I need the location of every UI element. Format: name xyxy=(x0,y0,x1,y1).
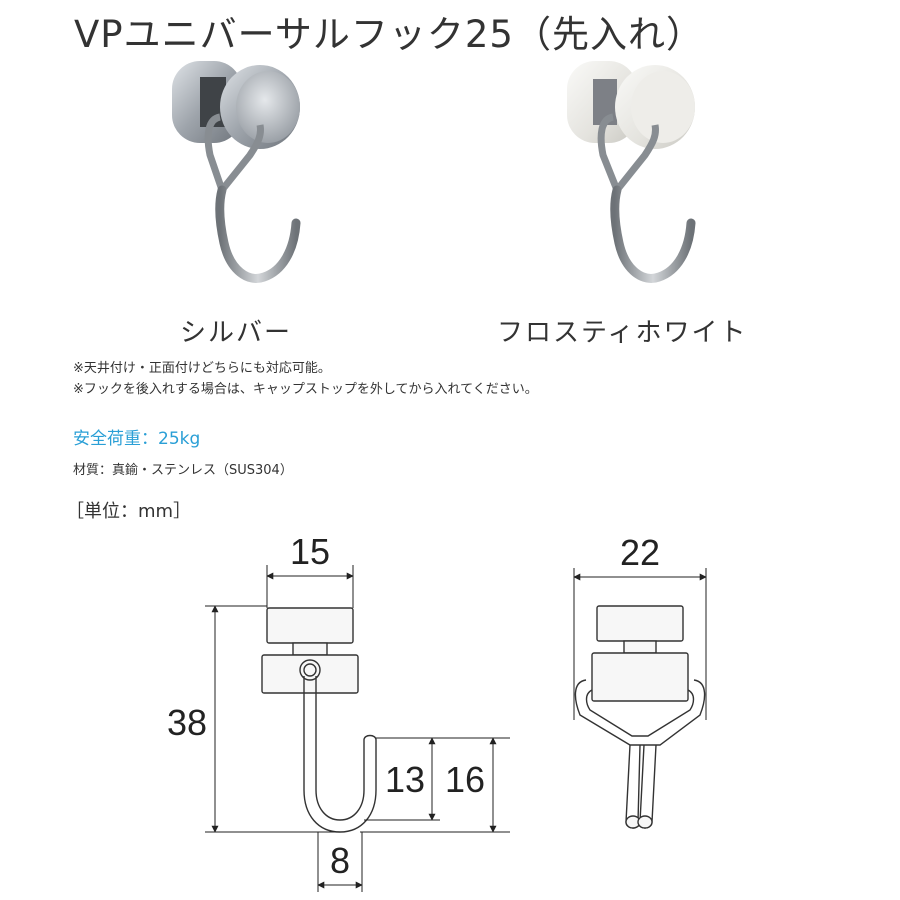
dim-label-15: 15 xyxy=(290,531,330,572)
dim-label-16: 16 xyxy=(445,759,485,800)
side-view xyxy=(574,605,706,829)
dimension-hook-width xyxy=(317,832,363,892)
unit-label: ［単位：mm］ xyxy=(66,501,192,522)
product-label-white: フロスティホワイト xyxy=(497,318,748,348)
dim-label-13: 13 xyxy=(385,759,425,800)
dim-label-38: 38 xyxy=(167,702,207,743)
note-mounting: ※天井付け・正面付けどちらにも対応可能。 xyxy=(73,361,331,376)
page-title: VPユニバーサルフック25（先入れ） xyxy=(74,13,704,56)
dimension-hook-outer xyxy=(360,737,510,833)
dimension-hook-inner xyxy=(364,737,440,821)
safe-load: 安全荷重：25kg xyxy=(73,429,201,449)
dim-label-22: 22 xyxy=(620,532,660,573)
dim-label-8: 8 xyxy=(330,840,350,881)
white-hook-photo xyxy=(567,61,696,283)
dimension-side-width xyxy=(573,568,707,720)
front-view xyxy=(261,607,377,833)
dimension-cap-width xyxy=(266,565,354,608)
material-text: 材質：真鍮・ステンレス（SUS304） xyxy=(73,463,293,478)
silver-hook-photo xyxy=(172,61,301,283)
product-label-silver: シルバー xyxy=(180,318,293,348)
note-insertion: ※フックを後入れする場合は、キャップストップを外してから入れてください。 xyxy=(73,382,538,397)
